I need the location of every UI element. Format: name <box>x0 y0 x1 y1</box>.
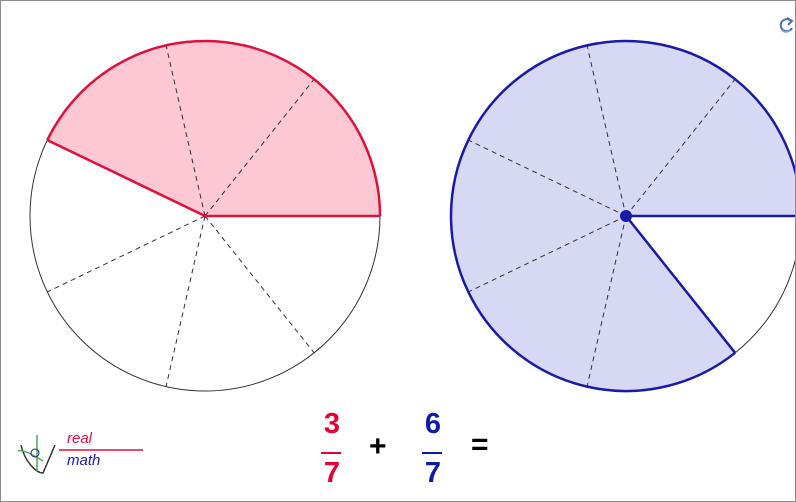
pie-left[interactable] <box>29 39 382 392</box>
pie-right-divider-1 <box>625 78 736 217</box>
pie-right-divider-3 <box>468 139 627 217</box>
pie-left-divider-5 <box>165 215 206 387</box>
pie-right-center-dot <box>620 210 632 222</box>
logo-text-real: real <box>67 430 93 447</box>
pie-left-divider-6 <box>204 215 315 354</box>
pie-right-divider-4 <box>468 215 627 293</box>
pie-left-end-radius <box>46 138 206 218</box>
pie-left-divider-4 <box>47 215 206 293</box>
pie-left-shaded-sector <box>47 41 381 216</box>
pie-right-divider-2 <box>586 45 627 217</box>
fraction-right-numerator: 6 <box>424 408 442 440</box>
fraction-right-denominator: 7 <box>424 457 442 489</box>
equals-sign: = <box>471 428 489 461</box>
fraction-left-bar <box>321 452 341 454</box>
fraction-left-denominator: 7 <box>323 457 341 489</box>
pie-right[interactable] <box>449 39 795 393</box>
fraction-right-bar <box>422 452 442 454</box>
pie-left-shaded-arc <box>46 39 382 217</box>
refresh-icon[interactable] <box>777 15 795 37</box>
realmath-logo: real math <box>15 427 145 477</box>
pie-right-divider-5 <box>586 215 627 387</box>
pie-right-end-radius <box>625 215 737 354</box>
pie-right-shaded-arc <box>449 39 795 393</box>
pie-left-divider-1 <box>204 78 315 217</box>
plus-sign: + <box>369 430 387 463</box>
realmath-logo-icon <box>17 435 143 474</box>
fraction-left-numerator: 3 <box>323 408 341 440</box>
pie-left-center-dot <box>203 214 207 218</box>
logo-text-math: math <box>67 452 101 469</box>
pie-left-divider-2 <box>165 45 206 217</box>
